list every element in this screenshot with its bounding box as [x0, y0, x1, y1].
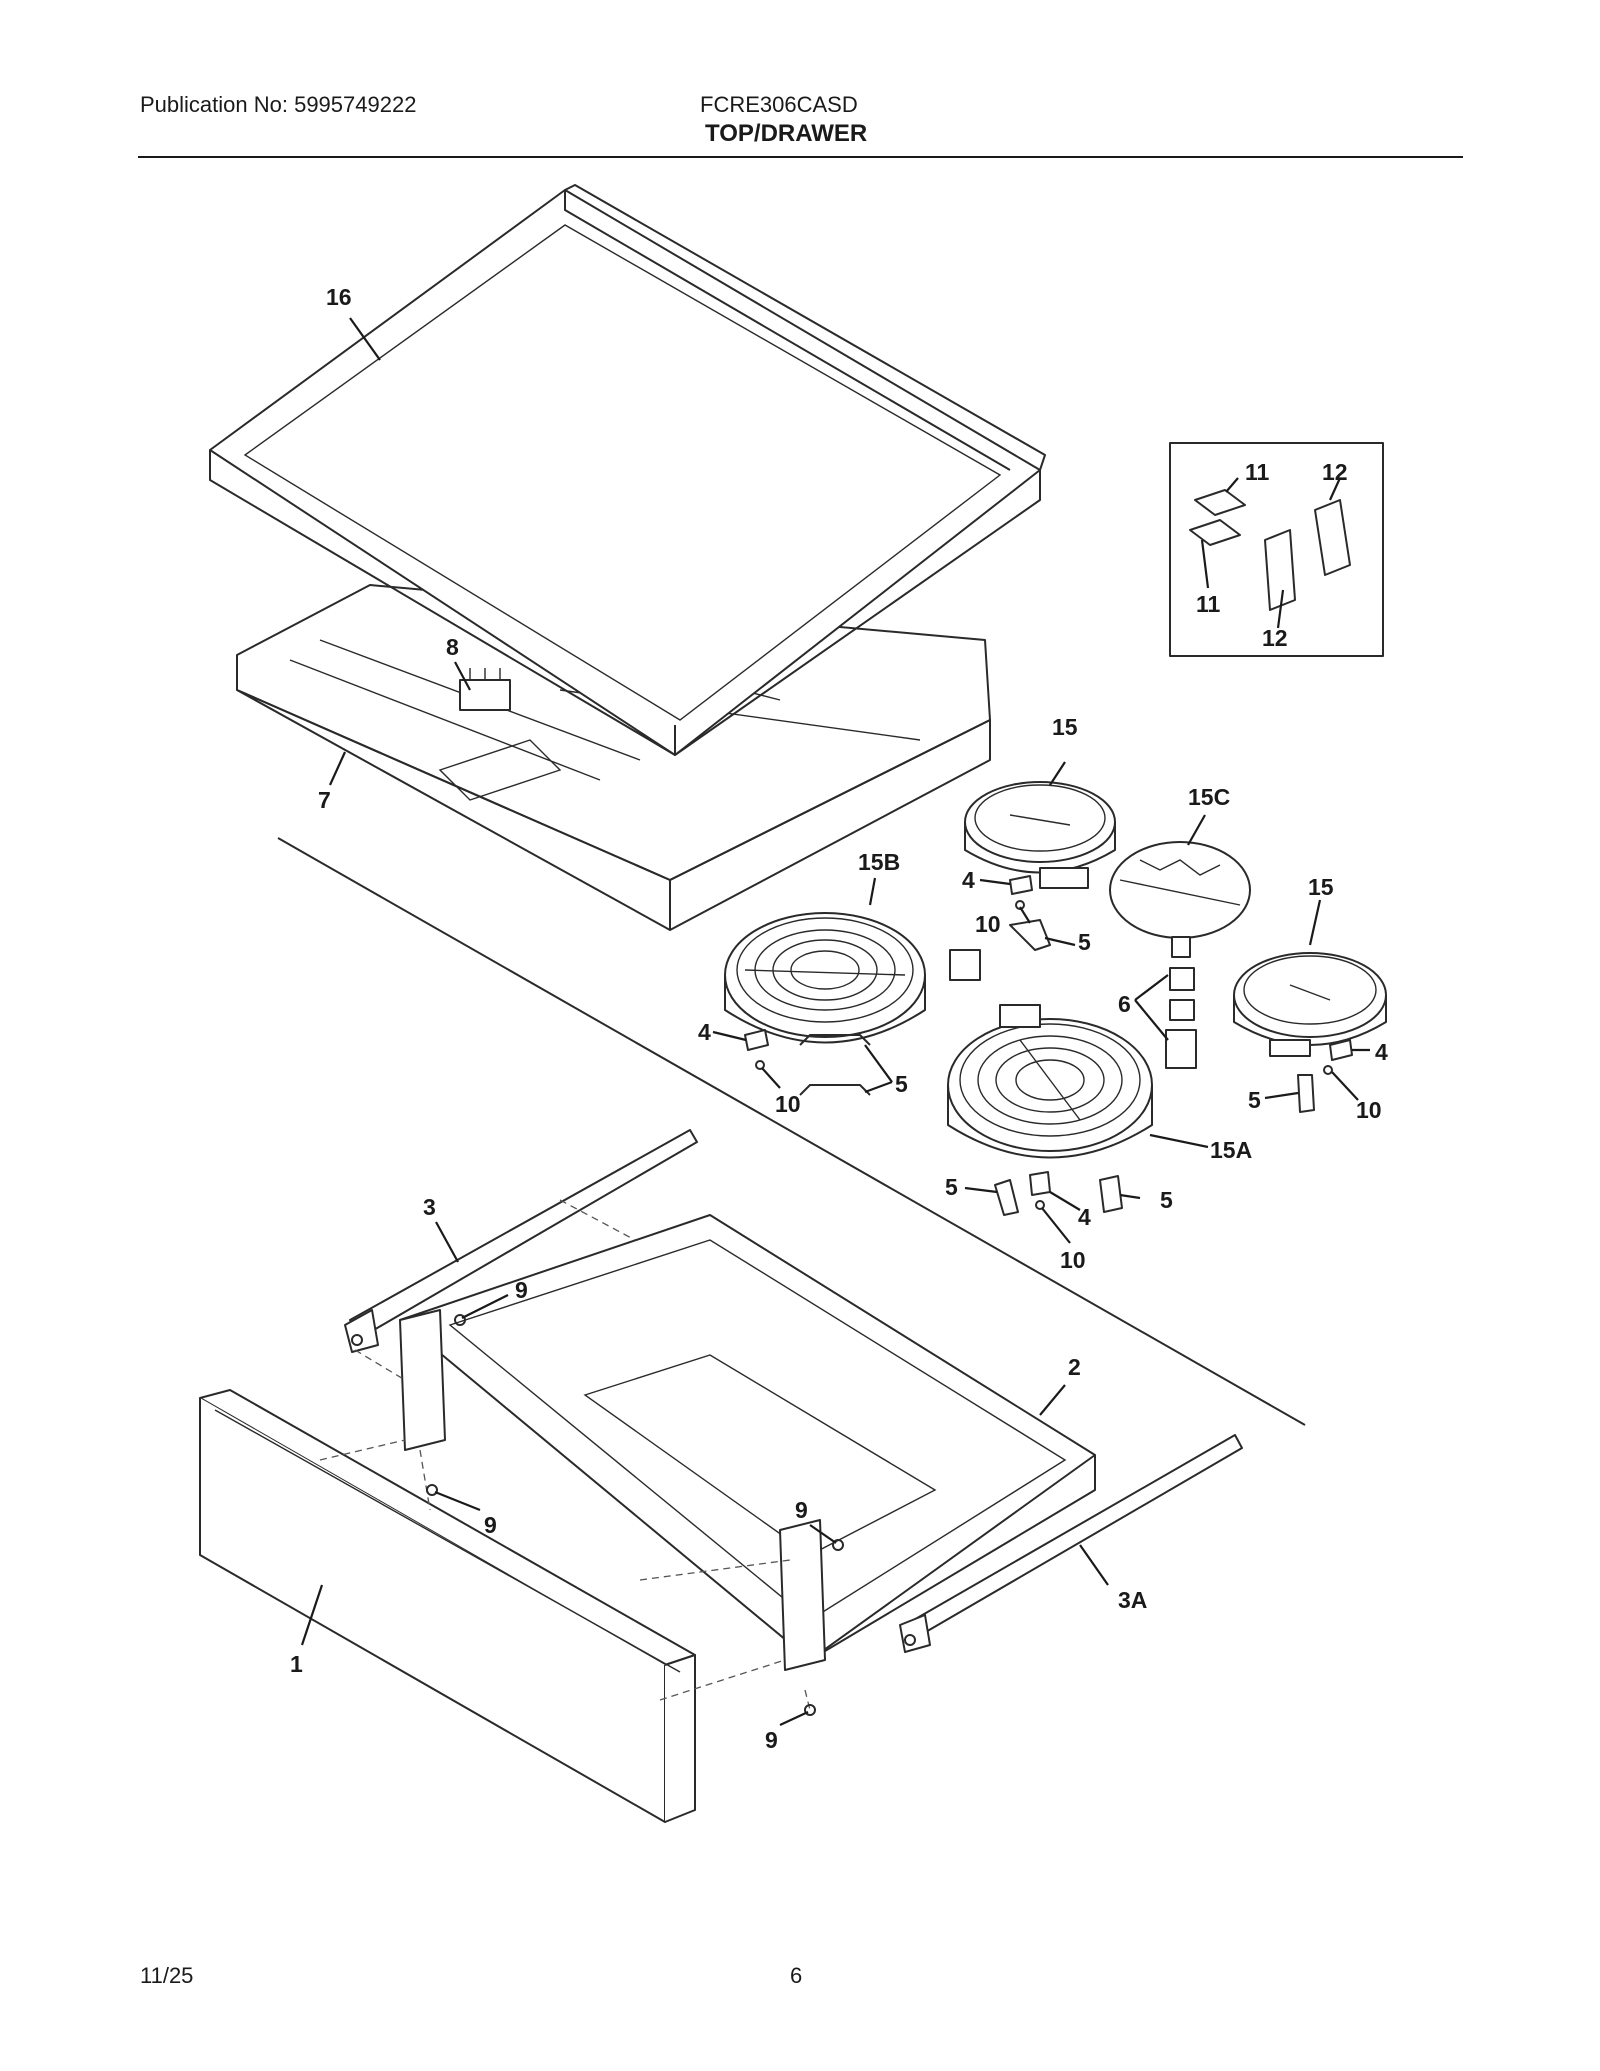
model-number: FCRE306CASD — [700, 92, 858, 117]
callout-15b: 15B — [858, 849, 900, 875]
callout-11-top: 11 — [1245, 459, 1270, 485]
part-3-slide-rail-left — [344, 1129, 698, 1353]
part-7-top-frame — [236, 584, 991, 931]
callout-10-b: 10 — [775, 1091, 801, 1117]
callout-4-c: 4 — [1078, 1204, 1091, 1230]
callout-5-d: 5 — [1160, 1187, 1173, 1213]
part-15a-radiant-element-large — [947, 1004, 1153, 1159]
part-2-drawer-body — [399, 1214, 1096, 1671]
callout-9-d: 9 — [765, 1727, 778, 1753]
part-8-terminal-block — [459, 668, 511, 711]
part-3a-slide-rail-right — [899, 1434, 1243, 1653]
callout-9-a: 9 — [515, 1277, 528, 1303]
callout-5-c: 5 — [945, 1174, 958, 1200]
callout-11-bottom: 11 — [1196, 591, 1221, 617]
callout-4-b: 4 — [698, 1019, 711, 1045]
header-rule — [138, 156, 1463, 158]
inset-box — [1169, 442, 1384, 657]
section-title: TOP/DRAWER — [705, 120, 868, 147]
footer-page-number: 6 — [790, 1963, 803, 1988]
callout-16: 16 — [326, 284, 352, 310]
footer-date: 11/25 — [140, 1963, 194, 1988]
callout-4-right: 4 — [1375, 1039, 1388, 1065]
callout-3a: 3A — [1118, 1587, 1147, 1613]
callout-10-c: 10 — [1060, 1247, 1086, 1273]
callout-7: 7 — [318, 787, 331, 813]
callout-3: 3 — [423, 1194, 436, 1220]
callout-12-top: 12 — [1322, 459, 1348, 485]
callout-2: 2 — [1068, 1354, 1081, 1380]
callout-15c: 15C — [1188, 784, 1230, 810]
part-15c-plate — [1109, 841, 1251, 958]
callout-5-a: 5 — [1078, 929, 1091, 955]
callout-labels: 16 8 7 11 12 11 12 15 15C 15B 15 4 10 5 … — [290, 284, 1388, 1753]
leader-lines — [300, 317, 1370, 1726]
callout-15a: 15A — [1210, 1137, 1252, 1163]
publication-number: Publication No: 5995749222 — [140, 92, 417, 117]
callout-15-right: 15 — [1308, 874, 1334, 900]
group-separator-line — [277, 837, 1306, 1426]
callout-4-a: 4 — [962, 867, 975, 893]
part-15b-radiant-element-large — [724, 912, 981, 1044]
callout-8: 8 — [446, 634, 459, 660]
part-6-switch — [1165, 967, 1197, 1069]
callout-9-c: 9 — [795, 1497, 808, 1523]
screws-9 — [426, 1314, 844, 1716]
callout-12-bottom: 12 — [1262, 625, 1288, 651]
callout-5-right: 5 — [1248, 1087, 1261, 1113]
part-15-radiant-element-small — [964, 781, 1116, 889]
part-16-cooktop — [209, 184, 1046, 756]
part-15-radiant-element-right — [1233, 952, 1387, 1057]
callout-9-b: 9 — [484, 1512, 497, 1538]
callout-10-a: 10 — [975, 911, 1001, 937]
callout-15-top: 15 — [1052, 714, 1078, 740]
callout-5-b: 5 — [895, 1071, 908, 1097]
alignment-lines — [319, 1199, 811, 1711]
callout-6: 6 — [1118, 991, 1131, 1017]
callout-10-right: 10 — [1356, 1097, 1382, 1123]
callout-1: 1 — [290, 1651, 303, 1677]
brackets-and-screws — [744, 875, 1353, 1216]
